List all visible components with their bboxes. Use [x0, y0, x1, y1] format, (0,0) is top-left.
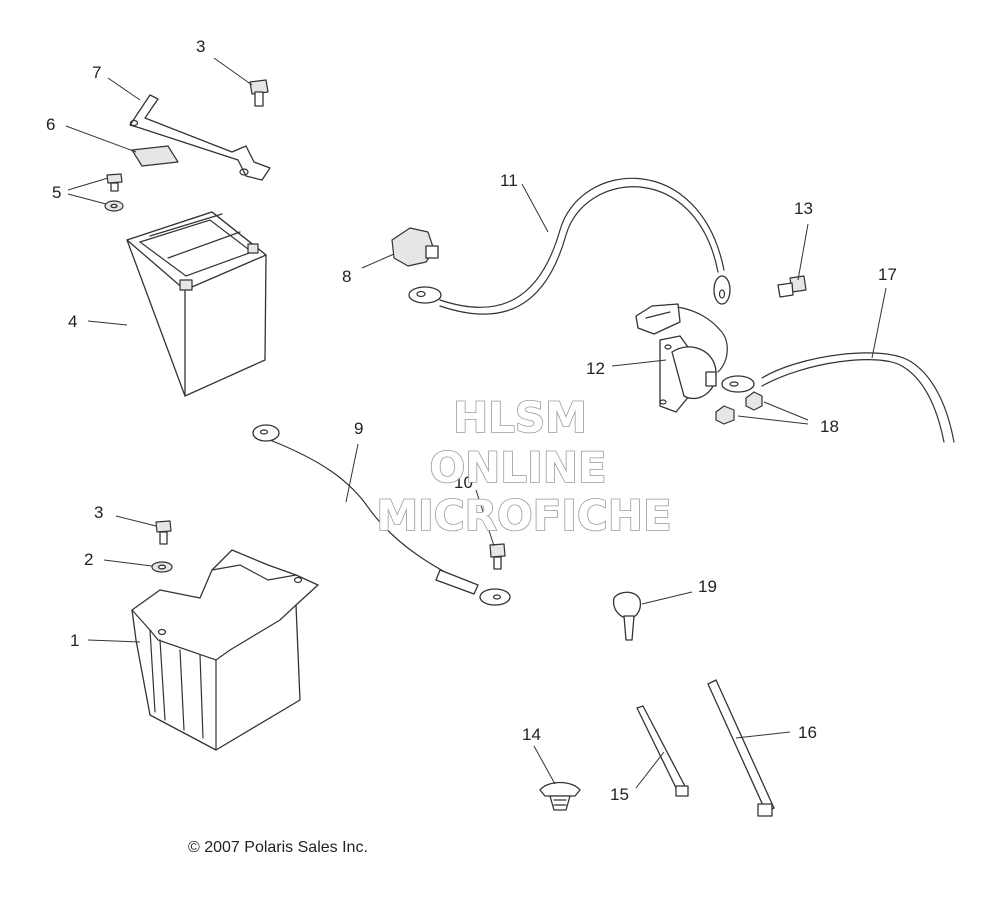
callout-14: 14 — [522, 725, 541, 744]
part-1-battery-box — [131, 549, 319, 751]
callout-2: 2 — [84, 550, 93, 569]
callout-1: 1 — [70, 631, 79, 650]
watermark-line-3: MICROFICHE — [376, 491, 671, 540]
watermark-line-1: HLSM — [453, 393, 587, 442]
callout-4: 4 — [68, 312, 77, 331]
part-17-cable — [721, 352, 955, 443]
part-11-positive-cable — [408, 177, 731, 315]
part-19-fastener — [612, 591, 642, 641]
copyright-notice: © 2007 Polaris Sales Inc. — [188, 839, 368, 856]
callout-6: 6 — [46, 115, 55, 134]
part-8-terminal-boot — [391, 227, 439, 267]
leader-lines — [65, 57, 887, 789]
callout-3-lower: 3 — [94, 503, 103, 522]
callout-15: 15 — [610, 785, 629, 804]
callout-13: 13 — [794, 199, 813, 218]
part-10-bolt — [489, 543, 506, 570]
callout-11: 11 — [500, 171, 518, 190]
callout-labels: 3 7 6 5 4 8 11 13 17 12 18 9 10 19 3 2 1… — [46, 37, 897, 804]
callout-3-upper: 3 — [196, 37, 205, 56]
callout-8: 8 — [342, 267, 351, 286]
part-3-bolt-lower — [155, 520, 172, 545]
watermark: HLSM ONLINE MICROFICHE — [376, 392, 673, 541]
callout-19: 19 — [698, 577, 717, 596]
callout-9: 9 — [354, 419, 363, 438]
callout-18: 18 — [820, 417, 839, 436]
callout-5: 5 — [52, 183, 61, 202]
callout-16: 16 — [798, 723, 817, 742]
callout-7: 7 — [92, 63, 101, 82]
part-15-cable-tie — [636, 705, 689, 797]
part-4-battery — [126, 211, 267, 397]
part-7-hold-down-strap — [129, 94, 271, 181]
part-13-bolt — [777, 275, 807, 298]
callout-10: 10 — [454, 473, 473, 492]
callout-17: 17 — [878, 265, 897, 284]
part-18-nuts — [715, 391, 763, 425]
part-3-bolt-upper — [249, 79, 269, 107]
part-6-label-decal — [131, 145, 179, 167]
watermark-line-2: ONLINE — [429, 443, 606, 492]
part-16-cable-tie — [707, 679, 775, 817]
part-12-starter-solenoid — [635, 303, 728, 413]
part-9-ground-cable — [252, 424, 511, 606]
part-5-screw-washer — [104, 173, 124, 212]
callout-12: 12 — [586, 359, 605, 378]
part-2-washer — [151, 561, 173, 573]
part-14-push-clip — [539, 781, 581, 811]
